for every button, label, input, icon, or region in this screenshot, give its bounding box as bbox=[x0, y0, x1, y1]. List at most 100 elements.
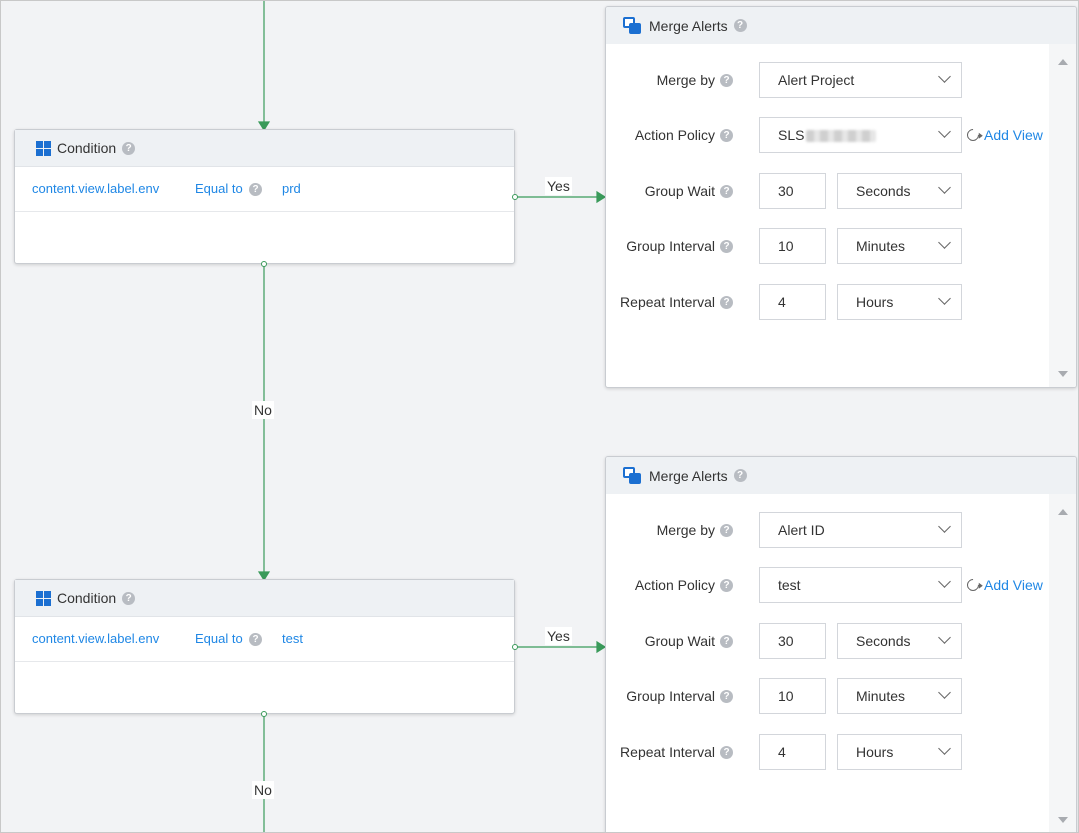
help-icon[interactable]: ? bbox=[122, 591, 136, 605]
repeat-interval-row: Repeat Interval? 4 Hours bbox=[606, 734, 1051, 770]
merge-alerts-icon bbox=[623, 466, 643, 485]
help-icon[interactable]: ? bbox=[122, 141, 136, 155]
help-icon[interactable]: ? bbox=[720, 239, 733, 253]
condition-node[interactable]: Condition ? content.view.label.env Equal… bbox=[14, 129, 518, 267]
help-icon[interactable]: ? bbox=[720, 73, 733, 87]
merge-alerts-title: Merge Alerts bbox=[649, 17, 728, 34]
action-policy-row: Action Policy? test Add View bbox=[606, 567, 1051, 603]
scroll-down-icon[interactable] bbox=[1058, 371, 1068, 377]
refresh-icon bbox=[964, 126, 982, 144]
condition-value[interactable]: test bbox=[282, 631, 303, 646]
scrollbar[interactable] bbox=[1049, 44, 1076, 387]
edge-label-yes: Yes bbox=[545, 177, 572, 195]
windows-grid-icon bbox=[36, 590, 51, 606]
action-policy-label: Action Policy bbox=[634, 127, 715, 143]
merge-by-row: Merge by? Alert Project bbox=[606, 62, 1051, 98]
help-icon[interactable]: ? bbox=[720, 689, 733, 703]
group-wait-input[interactable]: 30 bbox=[759, 623, 826, 659]
merge-by-select[interactable]: Alert ID bbox=[759, 512, 962, 548]
group-interval-input[interactable]: 10 bbox=[759, 678, 826, 714]
merge-alerts-form: Merge by? Alert ID Action Policy? test A… bbox=[606, 494, 1049, 833]
condition-title: Condition bbox=[57, 590, 117, 606]
output-port-no[interactable] bbox=[261, 711, 267, 717]
windows-grid-icon bbox=[36, 140, 51, 156]
merge-by-select[interactable]: Alert Project bbox=[759, 62, 962, 98]
merge-alerts-icon bbox=[623, 16, 643, 35]
condition-value[interactable]: prd bbox=[282, 181, 301, 196]
repeat-interval-label: Repeat Interval bbox=[620, 744, 715, 760]
group-interval-row: Group Interval? 10 Minutes bbox=[606, 678, 1051, 714]
group-wait-row: Group Wait? 30 Seconds bbox=[606, 623, 1051, 659]
add-view-link[interactable]: Add View bbox=[964, 126, 1043, 144]
help-icon[interactable]: ? bbox=[733, 19, 747, 32]
repeat-interval-row: Repeat Interval? 4 Hours bbox=[606, 284, 1051, 320]
help-icon[interactable]: ? bbox=[720, 578, 733, 592]
group-wait-unit-select[interactable]: Seconds bbox=[837, 173, 962, 209]
group-interval-unit-select[interactable]: Minutes bbox=[837, 228, 962, 264]
action-policy-select[interactable]: test bbox=[759, 567, 962, 603]
condition-field[interactable]: content.view.label.env bbox=[32, 181, 160, 196]
merge-alerts-header: Merge Alerts ? bbox=[606, 457, 1076, 494]
chevron-down-icon bbox=[938, 686, 951, 699]
condition-operator[interactable]: Equal to bbox=[195, 631, 243, 646]
help-icon[interactable]: ? bbox=[720, 128, 733, 142]
group-interval-row: Group Interval? 10 Minutes bbox=[606, 228, 1051, 264]
repeat-interval-input[interactable]: 4 bbox=[759, 284, 826, 320]
refresh-icon bbox=[964, 576, 982, 594]
action-policy-row: Action Policy? SLS Add View bbox=[606, 117, 1051, 153]
scroll-down-icon[interactable] bbox=[1058, 817, 1068, 823]
group-interval-input[interactable]: 10 bbox=[759, 228, 826, 264]
group-interval-unit-select[interactable]: Minutes bbox=[837, 678, 962, 714]
condition-field[interactable]: content.view.label.env bbox=[32, 631, 160, 646]
merge-by-row: Merge by? Alert ID bbox=[606, 512, 1051, 548]
output-port-no[interactable] bbox=[261, 261, 267, 267]
help-icon[interactable]: ? bbox=[249, 183, 262, 196]
chevron-down-icon bbox=[938, 742, 951, 755]
action-policy-select[interactable]: SLS bbox=[759, 117, 962, 153]
repeat-interval-unit-select[interactable]: Hours bbox=[837, 284, 962, 320]
action-policy-label: Action Policy bbox=[634, 577, 715, 593]
group-wait-row: Group Wait? 30 Seconds bbox=[606, 173, 1051, 209]
output-port-yes[interactable] bbox=[512, 644, 518, 650]
merge-alerts-header: Merge Alerts ? bbox=[606, 7, 1076, 44]
help-icon[interactable]: ? bbox=[249, 633, 262, 646]
group-interval-label: Group Interval bbox=[626, 238, 715, 254]
merge-alerts-form: Merge by? Alert Project Action Policy? S… bbox=[606, 44, 1049, 387]
group-wait-unit-select[interactable]: Seconds bbox=[837, 623, 962, 659]
group-interval-label: Group Interval bbox=[626, 688, 715, 704]
group-wait-input[interactable]: 30 bbox=[759, 173, 826, 209]
edge-label-no: No bbox=[252, 781, 274, 799]
merge-by-label: Merge by bbox=[656, 522, 715, 538]
scrollbar[interactable] bbox=[1049, 494, 1076, 833]
merge-by-label: Merge by bbox=[656, 72, 715, 88]
condition-header: Condition ? bbox=[15, 130, 514, 167]
repeat-interval-label: Repeat Interval bbox=[620, 294, 715, 310]
chevron-down-icon bbox=[938, 181, 951, 194]
condition-rule: content.view.label.env Equal to ? prd bbox=[15, 167, 514, 212]
repeat-interval-input[interactable]: 4 bbox=[759, 734, 826, 770]
merge-alerts-title: Merge Alerts bbox=[649, 467, 728, 484]
chevron-down-icon bbox=[938, 575, 951, 588]
help-icon[interactable]: ? bbox=[720, 184, 733, 198]
group-wait-label: Group Wait bbox=[644, 633, 715, 649]
help-icon[interactable]: ? bbox=[720, 634, 733, 648]
scroll-up-icon[interactable] bbox=[1058, 509, 1068, 515]
scroll-up-icon[interactable] bbox=[1058, 59, 1068, 65]
condition-rule: content.view.label.env Equal to ? test bbox=[15, 617, 514, 662]
help-icon[interactable]: ? bbox=[720, 745, 733, 759]
help-icon[interactable]: ? bbox=[720, 295, 733, 309]
output-port-yes[interactable] bbox=[512, 194, 518, 200]
condition-node[interactable]: Condition ? content.view.label.env Equal… bbox=[14, 579, 518, 717]
group-wait-label: Group Wait bbox=[644, 183, 715, 199]
edge-label-no: No bbox=[252, 401, 274, 419]
add-view-link[interactable]: Add View bbox=[964, 576, 1043, 594]
merge-alerts-panel[interactable]: Merge Alerts ? Merge by? Alert Project A… bbox=[605, 6, 1077, 388]
condition-title: Condition bbox=[57, 140, 117, 156]
condition-operator[interactable]: Equal to bbox=[195, 181, 243, 196]
help-icon[interactable]: ? bbox=[720, 523, 733, 537]
repeat-interval-unit-select[interactable]: Hours bbox=[837, 734, 962, 770]
help-icon[interactable]: ? bbox=[733, 469, 747, 482]
condition-header: Condition ? bbox=[15, 580, 514, 617]
merge-alerts-panel[interactable]: Merge Alerts ? Merge by? Alert ID Action… bbox=[605, 456, 1077, 833]
